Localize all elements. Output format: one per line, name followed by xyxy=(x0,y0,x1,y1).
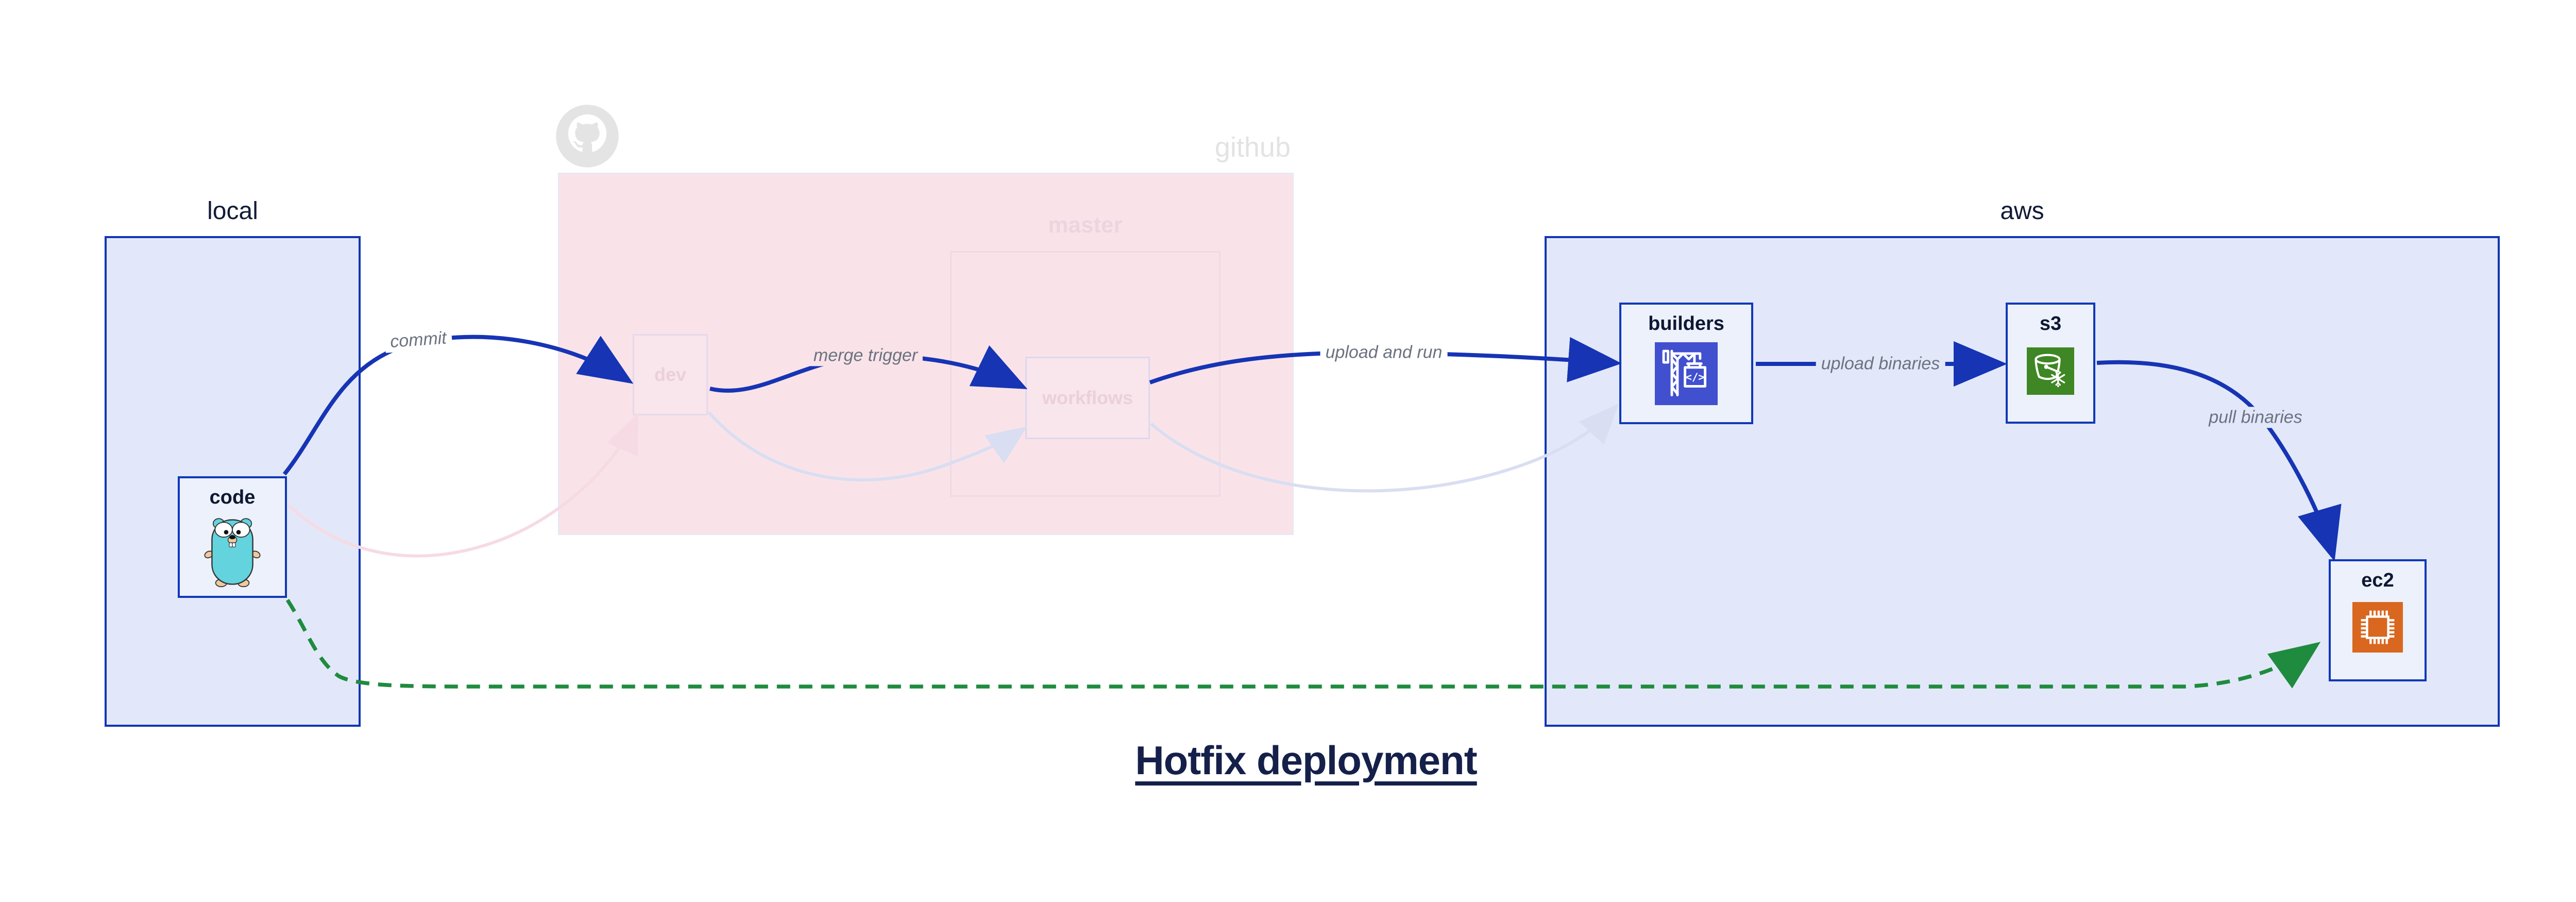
s3-bucket-icon xyxy=(2027,347,2074,395)
node-s3: s3 xyxy=(2006,303,2095,424)
aws-group-label: aws xyxy=(2000,197,2044,225)
node-workflows: workflows xyxy=(1025,357,1150,439)
diagram-title: Hotfix deployment xyxy=(1135,738,1477,783)
svg-text:</>: </> xyxy=(1685,371,1704,383)
github-octocat-icon xyxy=(556,105,619,168)
master-branch-label: master xyxy=(1048,212,1123,238)
node-dev-label: dev xyxy=(654,364,687,385)
edge-label-merge-trigger: merge trigger xyxy=(808,345,923,366)
node-code: code xyxy=(178,476,287,598)
go-gopher-icon xyxy=(204,518,261,588)
node-workflows-label: workflows xyxy=(1042,387,1133,408)
node-ec2-label: ec2 xyxy=(2361,570,2394,591)
cpu-chip-icon xyxy=(2352,602,2403,653)
edge-label-upload-binaries: upload binaries xyxy=(1816,353,1945,375)
edge-label-upload-and-run: upload and run xyxy=(1320,342,1448,363)
local-group-label: local xyxy=(207,197,258,225)
node-builders-label: builders xyxy=(1648,313,1724,335)
node-s3-label: s3 xyxy=(2039,313,2062,335)
edge-label-pull-binaries: pull binaries xyxy=(2204,407,2308,428)
crane-build-icon: </> xyxy=(1655,342,1718,405)
node-dev: dev xyxy=(633,334,708,415)
edge-label-commit: commit xyxy=(384,327,453,354)
github-group-label: github xyxy=(1214,132,1291,163)
node-builders: builders </> xyxy=(1619,303,1753,424)
node-code-label: code xyxy=(209,487,256,508)
node-ec2: ec2 xyxy=(2329,559,2427,681)
